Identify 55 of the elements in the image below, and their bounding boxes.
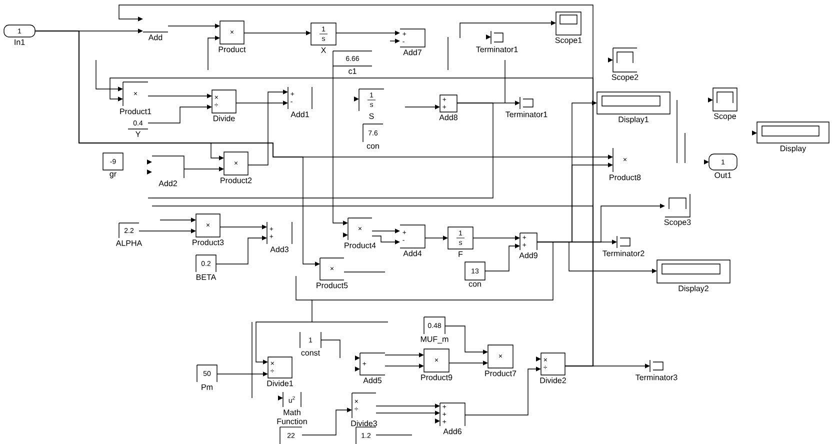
block-label: Pm <box>202 384 212 390</box>
block-label: Product7 <box>485 370 516 376</box>
block-label: Divide3 <box>351 420 377 426</box>
block-label: Terminator3 <box>636 374 678 380</box>
block-label: Terminator1 <box>476 46 518 52</box>
block-label: Add1 <box>290 111 309 118</box>
block-label: Add3 <box>270 246 288 252</box>
block-label: Out1 <box>714 172 732 178</box>
block-label: Divide <box>214 115 235 122</box>
block-label: Product <box>218 46 246 52</box>
signal-line <box>320 340 340 358</box>
block-label: Add <box>148 34 162 40</box>
block-label: Divide1 <box>267 380 293 386</box>
block-label: BETA <box>196 274 216 280</box>
block-label: con <box>468 282 481 287</box>
block-label: Add2 <box>158 180 177 186</box>
block-label: con <box>366 144 379 149</box>
block-label: MUF_m <box>420 336 448 344</box>
block-label: Y <box>136 131 140 137</box>
block-label: Product9 <box>421 374 452 380</box>
signal-line <box>376 434 412 436</box>
signal-line <box>148 102 494 198</box>
block-label: Product1 <box>120 108 152 114</box>
block-label: Display <box>780 145 806 153</box>
block-label: Math Function <box>277 409 307 424</box>
block-label: Scope1 <box>555 37 582 45</box>
block-label: Product4 <box>344 242 376 248</box>
block-label: Add4 <box>403 250 422 256</box>
block-label: Product5 <box>316 282 348 288</box>
block-label: Product2 <box>220 177 252 184</box>
block-label: gr <box>110 172 116 178</box>
block-label: Product8 <box>610 174 641 180</box>
block-label: Add9 <box>519 252 538 258</box>
block-label: Display2 <box>678 285 708 293</box>
block-label: Terminator2 <box>602 250 644 256</box>
signal-line <box>152 206 594 366</box>
signal-arrow <box>256 242 554 364</box>
block-label: const <box>301 350 320 356</box>
block-label: X <box>321 47 326 53</box>
block-label: In1 <box>14 39 25 45</box>
block-label: Terminator1 <box>506 111 548 118</box>
block-label: Add5 <box>363 377 382 384</box>
block-label: Scope3 <box>664 219 691 227</box>
block-label: F <box>458 251 463 257</box>
block-label: Scope2 <box>612 74 638 82</box>
block-label: Product3 <box>192 239 224 246</box>
block-label: c1 <box>348 68 356 74</box>
block-label: Add6 <box>443 428 462 434</box>
block-label: Scope <box>714 113 736 121</box>
block-label: Add7 <box>403 49 422 56</box>
block-label: Add8 <box>439 114 458 120</box>
block-label: Display1 <box>618 116 648 124</box>
block-label: Divide2 <box>540 377 566 384</box>
block-label: S <box>369 113 374 119</box>
block-label: ALPHA <box>116 240 142 246</box>
